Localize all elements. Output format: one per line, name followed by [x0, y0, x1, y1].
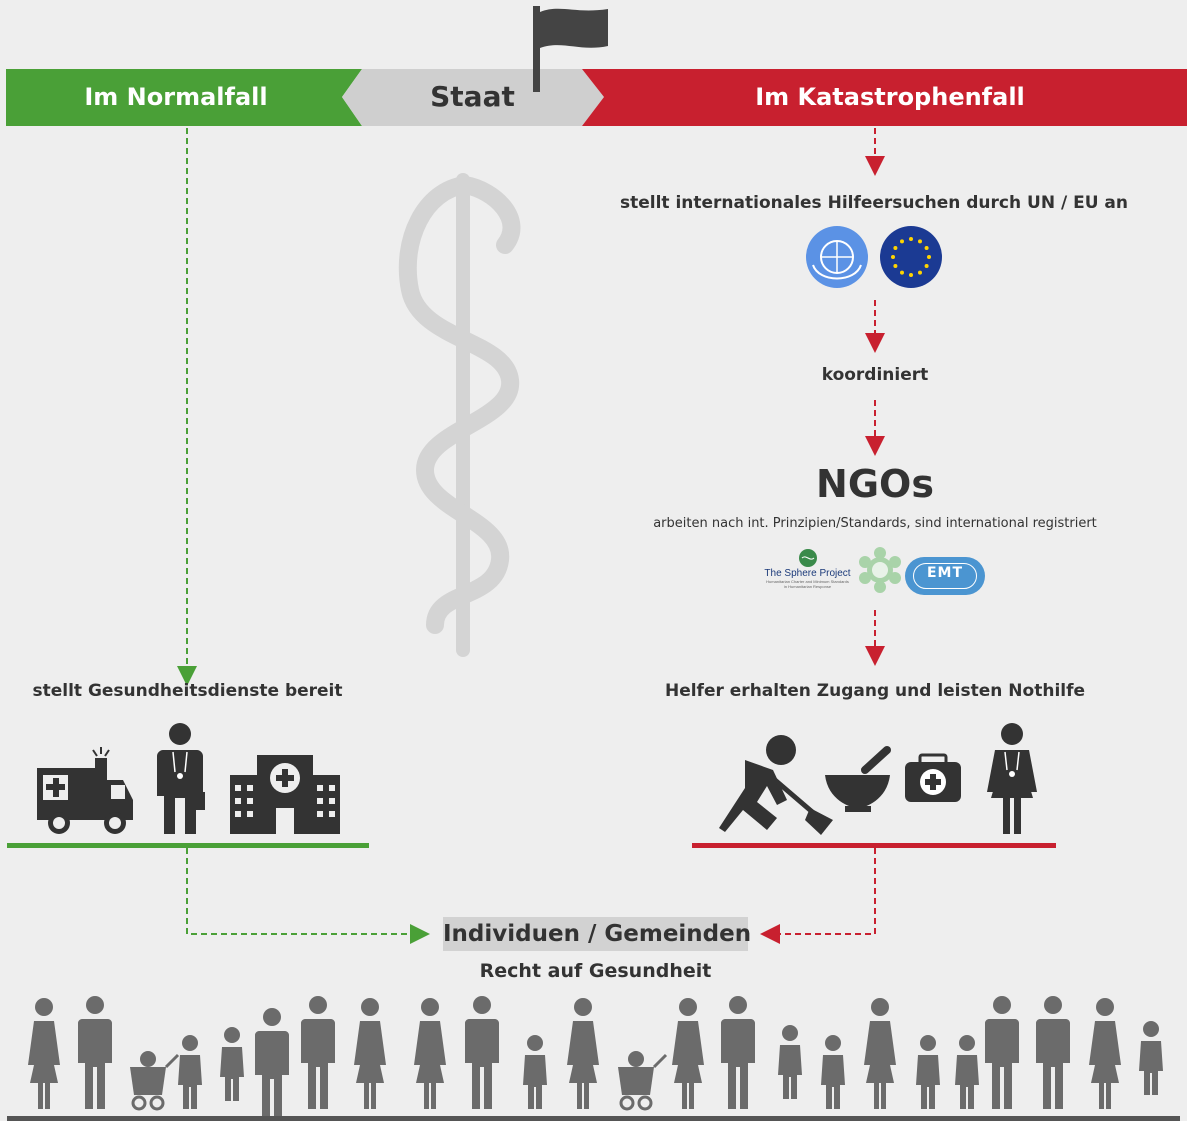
disaster-icons [719, 723, 1037, 835]
emt-label: EMT [926, 565, 964, 581]
hospital-icon [230, 755, 340, 834]
state-label: Staat [430, 80, 515, 113]
header-banner [6, 6, 1187, 126]
sphere-sub1: Humanitarian Charter and Minimum Standar… [766, 579, 849, 584]
normal-step-services: stellt Gesundheitsdienste bereit [32, 681, 343, 701]
person-child [178, 1035, 202, 1109]
flag-icon [533, 6, 608, 92]
eu-logo [880, 226, 942, 288]
person-man [985, 996, 1019, 1109]
person-child [220, 1027, 244, 1101]
female-doctor-icon [987, 723, 1037, 834]
people-baseline [7, 1116, 1180, 1121]
mortar-pestle-icon [825, 746, 891, 812]
person-stroller [128, 1049, 180, 1111]
target-title: Individuen / Gemeinden [443, 921, 752, 947]
disaster-baseline [692, 843, 1056, 848]
normal-banner [6, 69, 362, 126]
person-child [916, 1035, 940, 1109]
disaster-arrow-target [760, 848, 876, 944]
rod-of-asclepius-icon [398, 173, 521, 657]
person-man [465, 996, 499, 1109]
person-stroller [616, 1049, 668, 1111]
disaster-step-helpers: Helfer erhalten Zugang und leisten Nothi… [664, 681, 1086, 701]
emt-logo: EMT [905, 557, 985, 595]
person-woman [414, 998, 446, 1109]
sphere-globe-icon [798, 549, 817, 567]
disaster-step-request: stellt internationales Hilfeersuchen dur… [619, 193, 1129, 213]
normal-icons [37, 723, 340, 834]
sphere-project-logo: The Sphere Project Humanitarian Charter … [760, 548, 855, 598]
target-subtitle: Recht auf Gesundheit [479, 960, 712, 982]
worker-shovel-icon [719, 735, 833, 835]
person-child [778, 1025, 802, 1099]
disaster-step-coordinates: koordiniert [821, 365, 929, 385]
ambulance-icon [37, 747, 133, 834]
disaster-banner [582, 69, 1187, 126]
person-man [78, 996, 112, 1109]
people-row [28, 996, 1163, 1116]
person-man [1036, 996, 1070, 1109]
person-child [821, 1035, 845, 1109]
normal-label: Im Normalfall [84, 83, 268, 111]
person-child [1139, 1021, 1163, 1095]
person-woman [28, 998, 60, 1109]
ngo-title: NGOs [816, 462, 934, 506]
person-woman [567, 998, 599, 1109]
sphere-title: The Sphere Project [764, 568, 851, 579]
normal-arrow-target [186, 848, 430, 944]
person-woman [672, 998, 704, 1109]
disaster-label: Im Katastrophenfall [755, 83, 1025, 111]
org-logos [806, 226, 942, 288]
person-woman [1089, 998, 1121, 1109]
person-man [721, 996, 755, 1109]
ngo-subtitle: arbeiten nach int. Prinzipien/Standards,… [653, 516, 1097, 531]
person-child [955, 1035, 979, 1109]
person-woman [864, 998, 896, 1109]
person-man [301, 996, 335, 1109]
normal-baseline [7, 843, 369, 848]
doctor-icon [157, 723, 205, 834]
person-child [523, 1035, 547, 1109]
first-aid-kit-icon [905, 753, 961, 802]
person-man [255, 1008, 289, 1116]
sphere-sub2: in Humanitarian Response [783, 584, 832, 589]
target-box [443, 917, 748, 951]
person-woman [354, 998, 386, 1109]
standards-seal-logo [859, 547, 901, 593]
un-logo [806, 226, 868, 288]
